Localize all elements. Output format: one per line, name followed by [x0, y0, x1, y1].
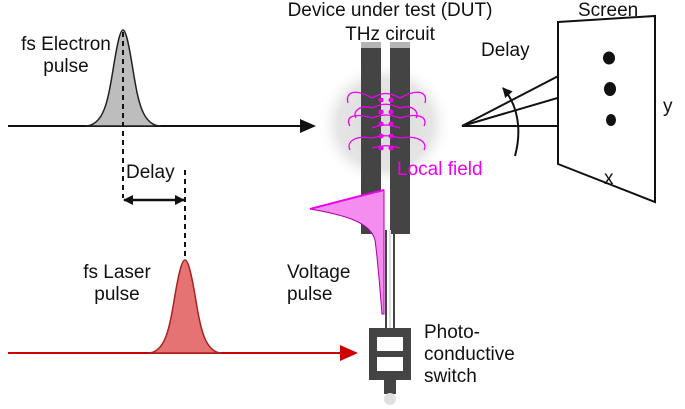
electron-pulse-label-line2: pulse [43, 56, 89, 77]
switch-label-line3: switch [424, 366, 477, 387]
voltage-pulse-label: Voltage pulse [287, 262, 350, 306]
local-field-label: Local field [397, 159, 483, 180]
switch-label-line1: Photo- [424, 322, 480, 343]
laser-pulse-label-line1: fs Laser [83, 262, 151, 283]
local-field-lines [346, 91, 427, 151]
dut-label-line1: Device under test (DUT) [287, 0, 493, 21]
electron-pulse-label-line1: fs Electron [21, 34, 111, 55]
dut-label: Device under test (DUT) THz circuit [245, 0, 535, 46]
voltage-pulse-label-line1: Voltage [287, 262, 351, 283]
electron-pulse-label: fs Electron pulse [0, 34, 134, 78]
screen-spot-bottom [606, 114, 616, 126]
delay-mid-label: Delay [126, 162, 175, 183]
dut-top-fade [355, 36, 415, 48]
voltage-pulse-label-line2: pulse [287, 284, 333, 305]
field-charge-dots [378, 97, 394, 151]
laser-pulse-shape [147, 259, 223, 354]
delay-top-label: Delay [481, 40, 530, 61]
electron-beam-arrowhead [300, 119, 316, 133]
screen-label: Screen [578, 0, 639, 21]
axis-x-label: x [604, 168, 614, 189]
axis-y-label: y [663, 96, 673, 117]
screen-panel [557, 14, 656, 204]
dut-label-line2: THz circuit [345, 24, 435, 45]
delay-curved-arrow [502, 87, 520, 157]
laser-pulse-label: fs Laser pulse [62, 262, 172, 306]
screen-spot-top [603, 51, 615, 65]
laser-beam-arrowhead [340, 345, 358, 361]
switch-label: Photo- conductive switch [424, 322, 515, 388]
screen-spot-mid [604, 82, 616, 96]
switch-label-line2: conductive [424, 344, 515, 365]
photoconductive-switch-body [369, 328, 411, 405]
voltage-pulse-edge [309, 189, 385, 210]
laser-pulse-label-line2: pulse [94, 284, 140, 305]
